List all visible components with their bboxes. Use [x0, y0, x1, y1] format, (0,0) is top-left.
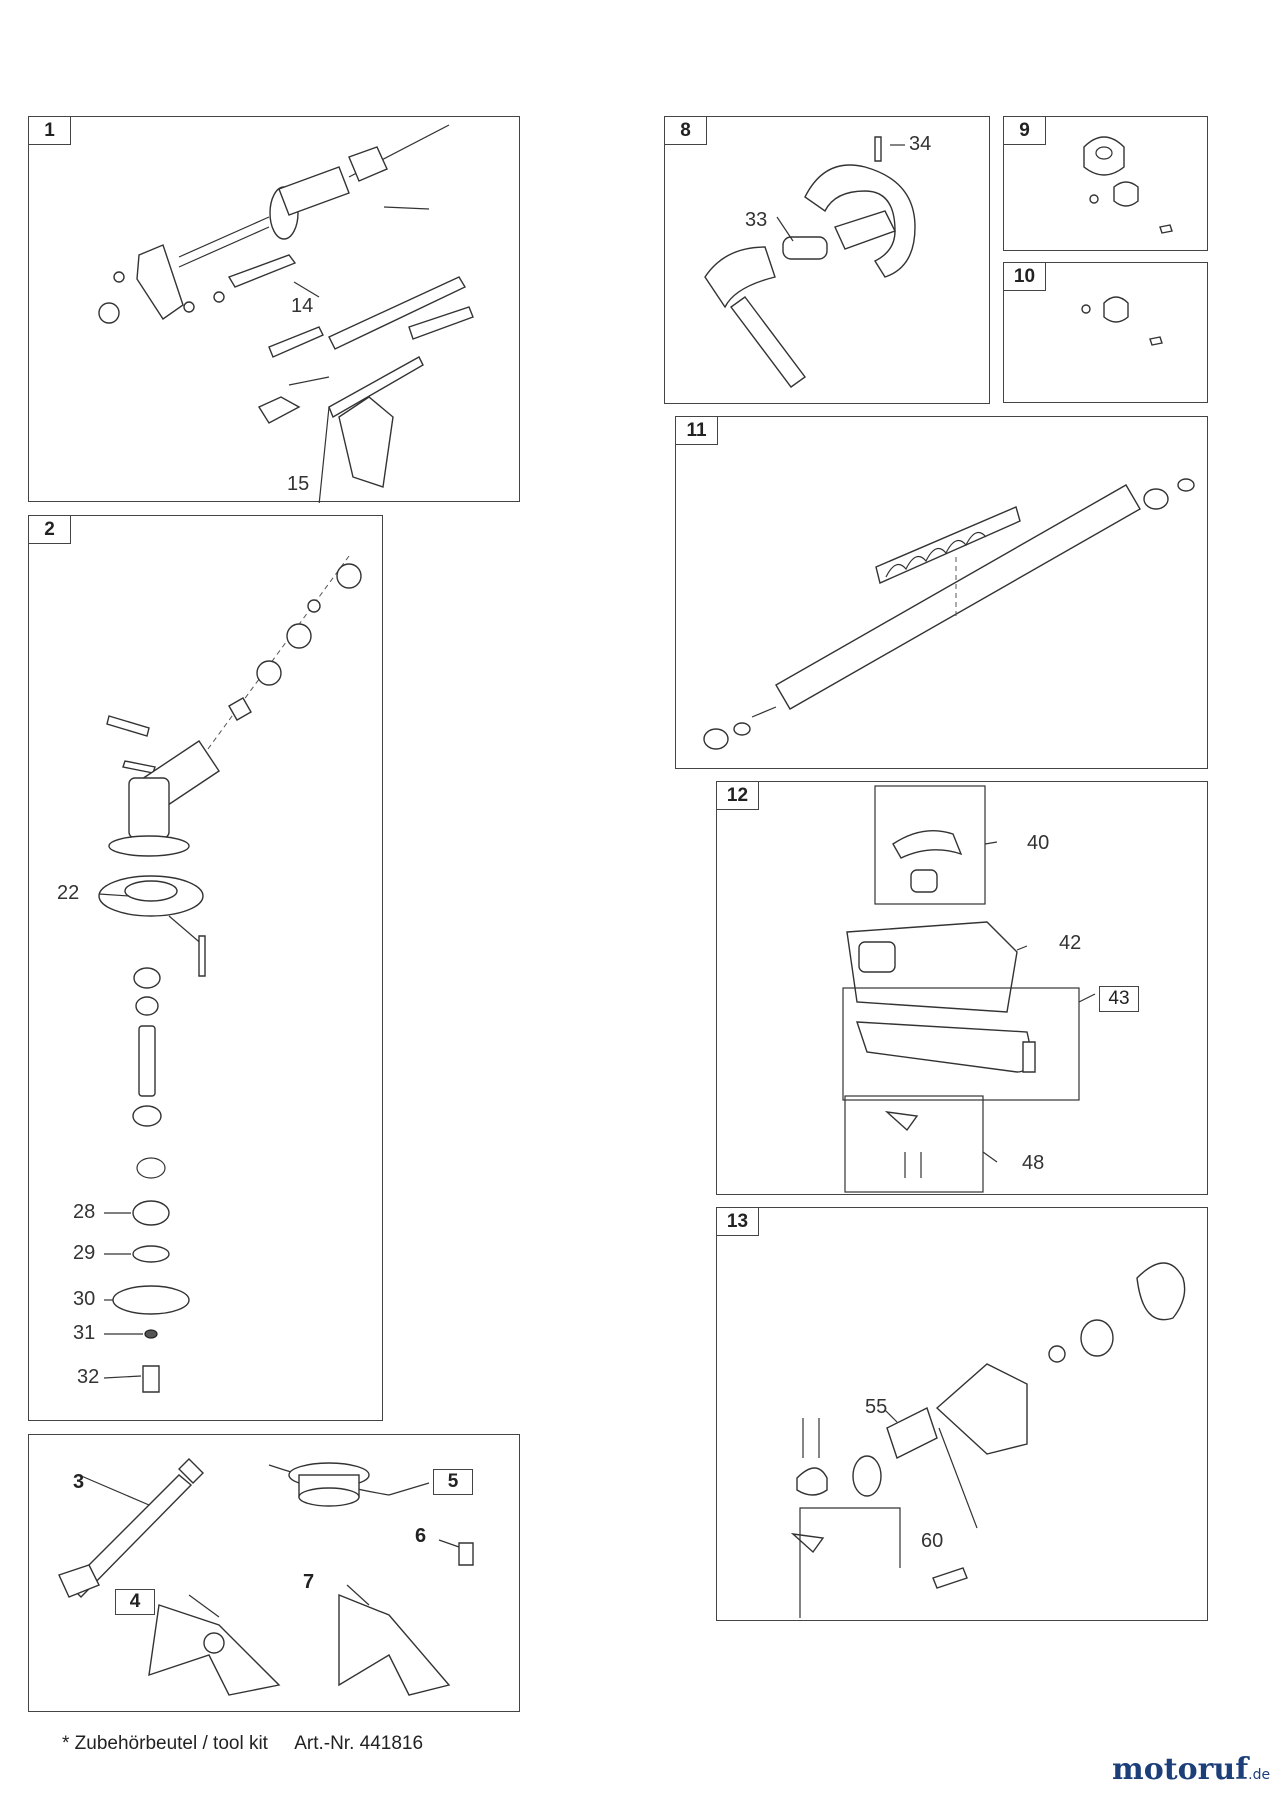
- panel-label: 12: [717, 782, 759, 810]
- panel-label: 10: [1004, 263, 1046, 291]
- callout-31: 31: [73, 1322, 96, 1344]
- panel-13: 13 55 60: [716, 1207, 1208, 1621]
- callout-30: 30: [73, 1288, 96, 1310]
- panel-12: 12 40 42 43 48: [716, 781, 1208, 1195]
- footer-note: * Zubehörbeutel / tool kit Art.-Nr. 4418…: [62, 1733, 445, 1755]
- callout-22: 22: [57, 882, 80, 904]
- panel-label: 2: [29, 516, 71, 544]
- callout-43: 43: [1099, 986, 1139, 1012]
- panel-11: 11: [675, 416, 1208, 769]
- callout-42: 42: [1059, 932, 1082, 954]
- panel-label: 8: [665, 117, 707, 145]
- panel-2: 2 22 28 29 30 31 32: [28, 515, 383, 1421]
- callout-32: 32: [77, 1366, 100, 1388]
- kit-callout-6: 6: [415, 1525, 427, 1547]
- kit-callout-5: 5: [433, 1469, 473, 1495]
- tool-kit-note: * Zubehörbeutel / tool kit: [62, 1733, 268, 1754]
- brand-logo: motoruf.de: [1112, 1752, 1270, 1787]
- tool-kit-drawing: [58, 1458, 474, 1696]
- tool-kit-panel: 3 5 6 4 7: [28, 1434, 520, 1712]
- brand-suffix: .de: [1248, 1767, 1271, 1783]
- article-number: Art.-Nr. 441816: [294, 1733, 424, 1754]
- panel-label: 1: [29, 117, 71, 145]
- panel-label: 9: [1004, 117, 1046, 145]
- callout-15: 15: [287, 473, 310, 495]
- handle-assembly-drawing: [98, 124, 474, 503]
- callout-28: 28: [73, 1201, 96, 1223]
- panel-1: 1 14 15: [28, 116, 520, 503]
- clamp-drawing: [1083, 136, 1173, 234]
- kit-callout-3: 3: [73, 1471, 85, 1493]
- callout-33: 33: [745, 209, 768, 231]
- kit-callout-7: 7: [303, 1571, 315, 1593]
- brand-name: motoruf: [1112, 1752, 1249, 1787]
- callout-60: 60: [921, 1530, 944, 1552]
- callout-55: 55: [865, 1396, 888, 1418]
- callout-29: 29: [73, 1242, 96, 1264]
- panel-10: 10: [1003, 262, 1208, 403]
- callout-40: 40: [1027, 832, 1050, 854]
- clamp-drawing: [1081, 296, 1163, 346]
- callout-14: 14: [291, 295, 314, 317]
- panel-8: 8 34 33: [664, 116, 990, 404]
- callout-34: 34: [909, 133, 932, 155]
- gear-head-drawing: [98, 555, 362, 1393]
- drive-shaft-drawing: [703, 478, 1195, 750]
- panel-label: 13: [717, 1208, 759, 1236]
- coupling-drawing: [790, 1262, 1186, 1618]
- kit-callout-4: 4: [115, 1589, 155, 1615]
- panel-9: 9: [1003, 116, 1208, 251]
- guard-drawing: [842, 785, 1096, 1193]
- loop-handle-drawing: [704, 136, 916, 388]
- panel-label: 11: [676, 417, 718, 445]
- callout-48: 48: [1022, 1152, 1045, 1174]
